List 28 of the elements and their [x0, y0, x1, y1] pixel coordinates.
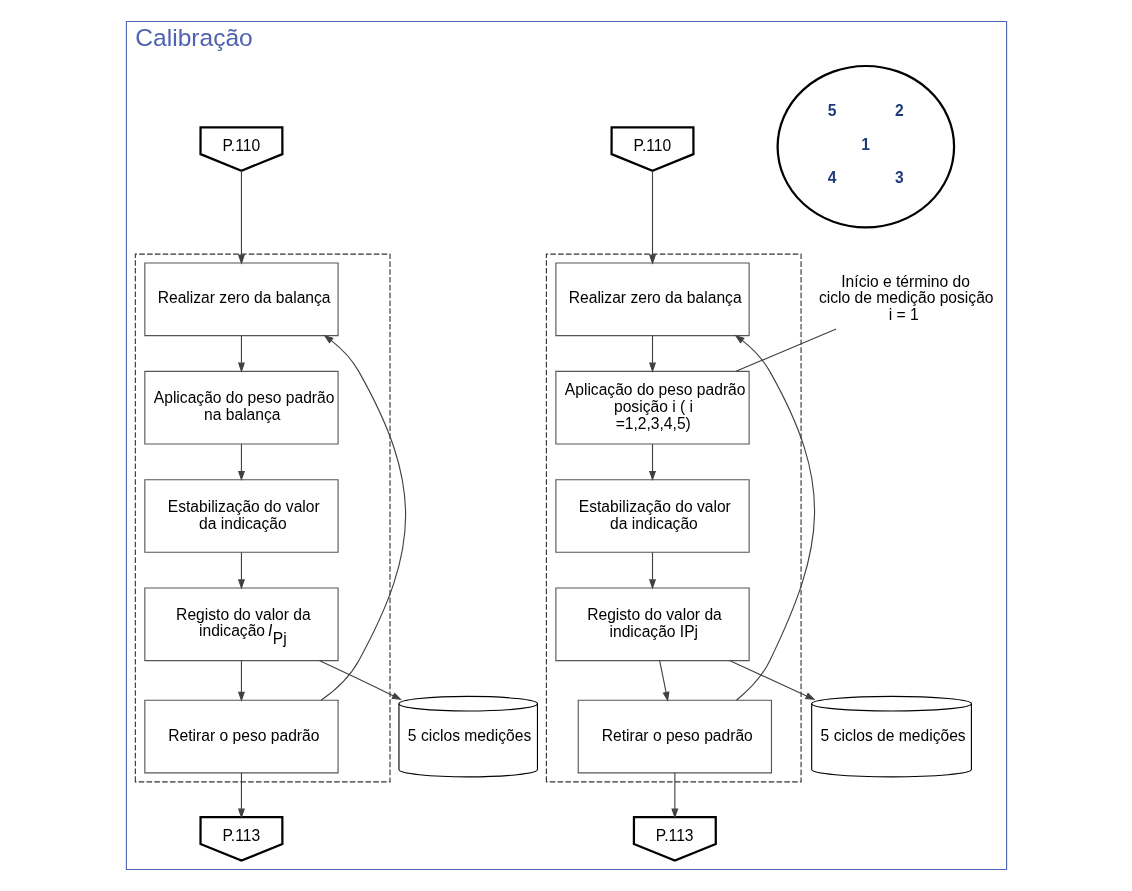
- arrow: [658, 660, 669, 702]
- arrow: [734, 334, 815, 701]
- node-box: Registo do valor da indicação IPj: [554, 587, 750, 662]
- node-box: Retirar o peso padrão: [577, 699, 772, 774]
- node-box: Aplicação do peso padrão posição i ( i =1,2,3,4,5): [554, 370, 750, 445]
- node-box: Realizar zero da balança: [554, 262, 750, 337]
- arrow: [237, 551, 245, 590]
- arrow: [670, 772, 678, 819]
- arrow: [648, 335, 656, 373]
- node-box: Aplicação do peso padrão na balança: [143, 370, 339, 445]
- node-text: Início e término do ciclo de medição posição i = 1: [818, 272, 994, 324]
- arrow: [648, 170, 656, 265]
- connector: [734, 328, 837, 372]
- arrow: [237, 170, 245, 265]
- arrow: [648, 551, 656, 590]
- arrow: [728, 660, 815, 700]
- arrow: [320, 334, 406, 701]
- arrow: [237, 660, 245, 702]
- node-circle: 5 2 1 4 3: [776, 64, 955, 229]
- node-box: Estabilização do valor da indicação: [554, 479, 750, 553]
- node-box: Realizar zero da balança: [143, 262, 339, 337]
- arrow: [648, 443, 656, 482]
- arrow: [237, 772, 245, 819]
- arrow: [237, 443, 245, 482]
- node-box: Estabilização do valor da indicação: [143, 479, 339, 553]
- arrow: [318, 660, 402, 701]
- node-box: Retirar o peso padrão: [143, 699, 339, 774]
- arrow: [237, 335, 245, 373]
